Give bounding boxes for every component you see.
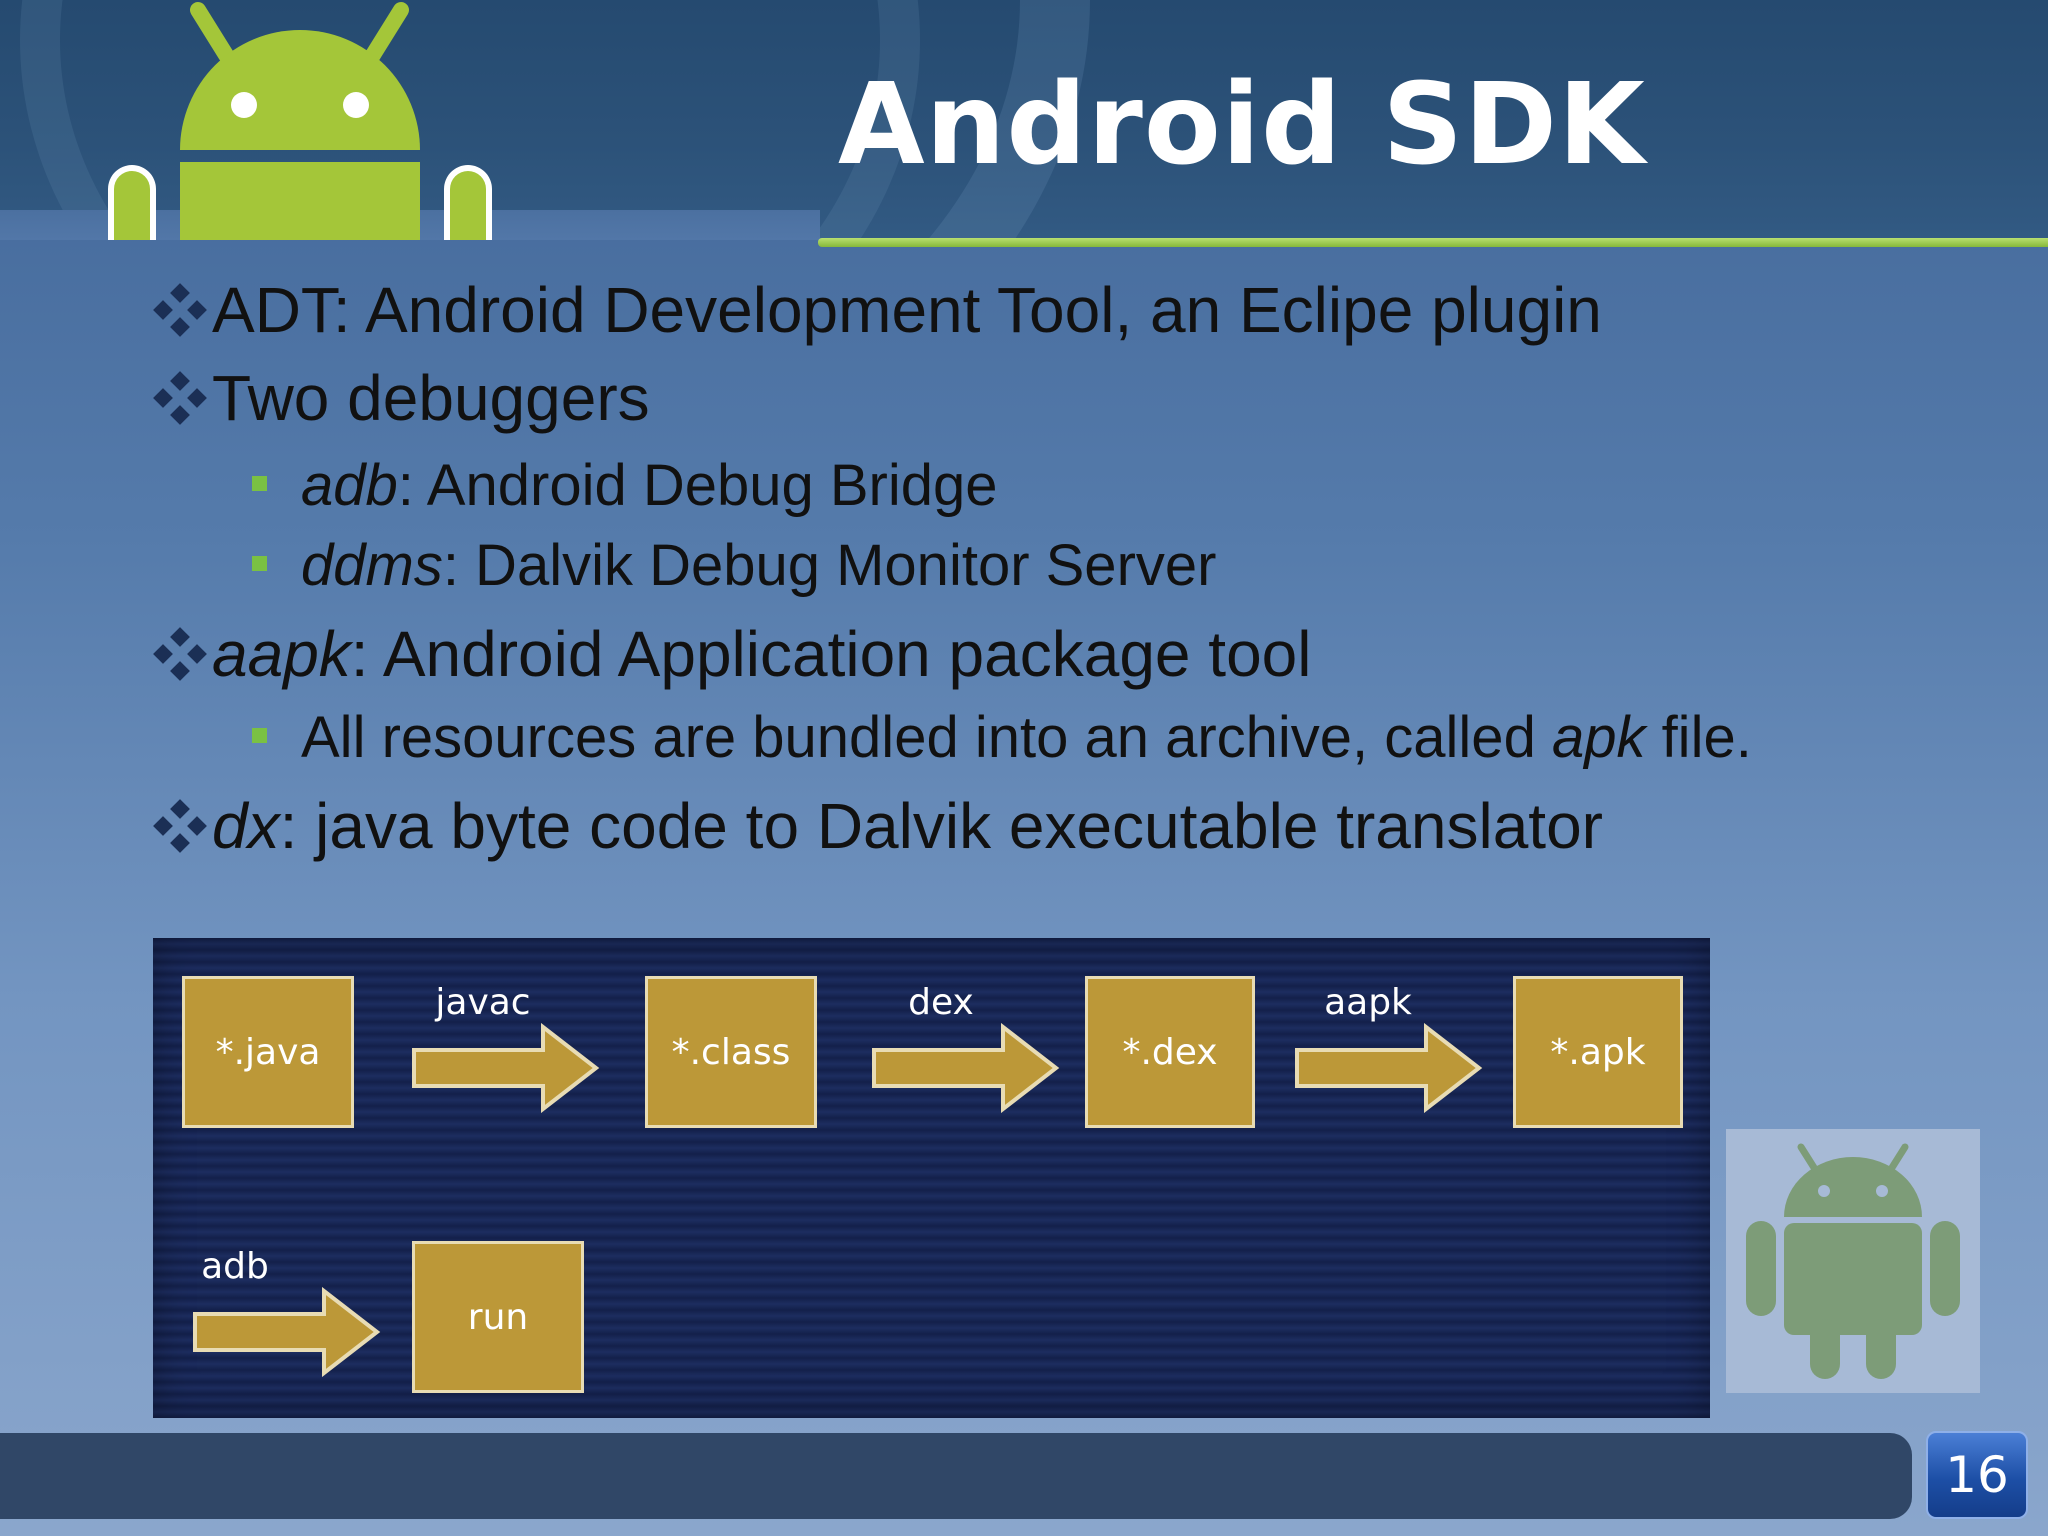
arrow-label-adb: adb	[201, 1246, 269, 1287]
arrow-label-dex: dex	[908, 982, 974, 1023]
flow-box-run: run	[412, 1241, 584, 1393]
right-arrow-icon	[872, 1023, 1060, 1113]
sub-bullet-item: ddms: Dalvik Debug Monitor Server	[252, 530, 1216, 602]
bullet-text: : Android Application package tool	[350, 618, 1312, 690]
sub-bullet-item: adb: Android Debug Bridge	[252, 450, 998, 522]
slide-title: Android SDK	[838, 60, 1646, 190]
square-bullet-icon	[252, 728, 267, 743]
flow-box-dex: *.dex	[1085, 976, 1255, 1128]
android-robot-logo-small	[1726, 1129, 1980, 1393]
flow-box-class: *.class	[645, 976, 817, 1128]
title-underline	[818, 238, 2048, 247]
bullet-term: dx	[212, 790, 280, 862]
bullet-term: apk	[1551, 705, 1646, 770]
bullet-text: : java byte code to Dalvik executable tr…	[279, 790, 1603, 862]
bullet-item: dx: java byte code to Dalvik executable …	[152, 786, 1603, 866]
bullet-item: ADT: Android Development Tool, an Eclipe…	[152, 270, 1602, 350]
arrow-label-javac: javac	[435, 982, 531, 1023]
bullet-text: file.	[1645, 705, 1752, 770]
bullet-term: ddms	[301, 533, 443, 598]
right-arrow-icon	[1295, 1023, 1483, 1113]
square-bullet-icon	[252, 476, 267, 491]
diamond-bullet-icon	[153, 283, 207, 337]
bullet-term: aapk	[212, 618, 351, 690]
right-arrow-icon	[412, 1023, 600, 1113]
diamond-bullet-icon	[153, 799, 207, 853]
bullet-text: : Dalvik Debug Monitor Server	[442, 533, 1217, 598]
page-number: 16	[1926, 1431, 2028, 1519]
sub-bullet-item: All resources are bundled into an archiv…	[252, 702, 1752, 774]
android-robot-logo-icon	[108, 2, 492, 240]
bullet-term: adb	[301, 453, 398, 518]
right-arrow-icon	[193, 1287, 381, 1377]
bullet-item: aapk: Android Application package tool	[152, 614, 1311, 694]
diamond-bullet-icon	[153, 371, 207, 425]
arrow-label-aapk: aapk	[1324, 982, 1412, 1023]
flow-box-apk: *.apk	[1513, 976, 1683, 1128]
build-flow-diagram: *.java javac *.class dex *.dex aapk *.ap…	[153, 938, 1710, 1418]
footer-bar	[0, 1433, 1912, 1519]
square-bullet-icon	[252, 556, 267, 571]
flow-box-java: *.java	[182, 976, 354, 1128]
bullet-text: All resources are bundled into an archiv…	[301, 705, 1552, 770]
bullet-text: : Android Debug Bridge	[397, 453, 998, 518]
android-robot-icon	[1746, 1143, 1960, 1379]
diamond-bullet-icon	[153, 627, 207, 681]
bullet-text: ADT: Android Development Tool, an Eclipe…	[212, 274, 1602, 346]
bullet-text: Two debuggers	[212, 362, 650, 434]
bullet-item: Two debuggers	[152, 358, 650, 438]
